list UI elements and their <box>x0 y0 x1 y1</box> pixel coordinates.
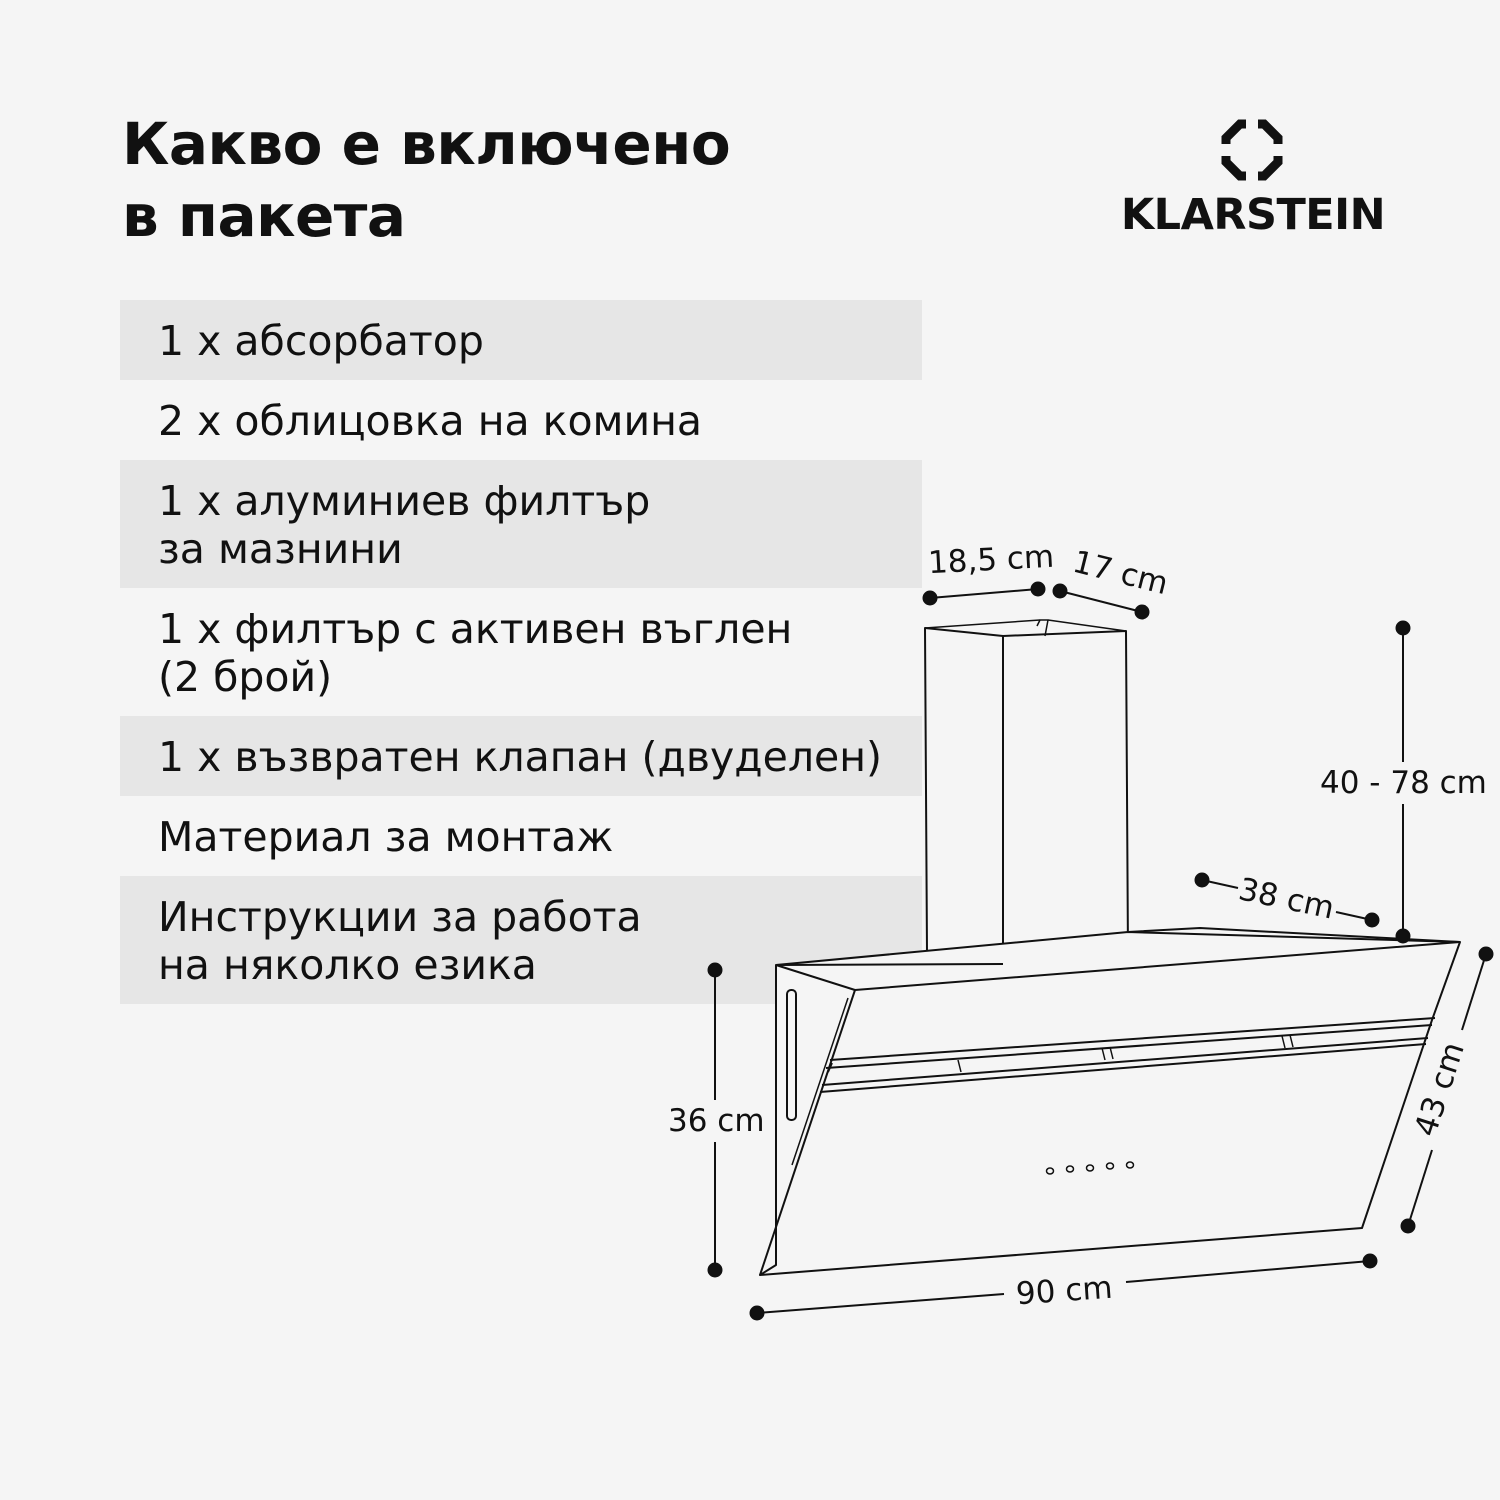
title-line-1: Какво е включено <box>122 110 731 178</box>
dimension-label-chimney-width: 18,5 cm <box>927 538 1055 582</box>
list-item: 2 x облицовка на комина <box>120 380 922 460</box>
list-item: 1 x абсорбатор <box>120 300 922 380</box>
list-item-text: за мазнини <box>158 525 403 573</box>
dimension-label-chimney-height: 40 - 78 cm <box>1320 765 1487 801</box>
dimension-hood-height <box>707 962 723 1278</box>
list-item-text: Материал за монтаж <box>158 813 614 861</box>
brand-name: KLARSTEIN <box>1120 190 1386 240</box>
hood-body <box>759 927 1461 1276</box>
dimension-chimney-width <box>922 581 1046 606</box>
list-item-text: (2 брой) <box>158 653 333 701</box>
list-item: Материал за монтаж <box>120 796 922 876</box>
list-item-text: 1 x възвратен клапан (двуделен) <box>158 733 883 781</box>
dimension-label-hood-height: 36 cm <box>668 1103 765 1139</box>
dimension-label-hood-width: 90 cm <box>1014 1269 1114 1313</box>
brand-logo: KLARSTEIN <box>1118 118 1388 248</box>
chimney <box>924 619 1129 965</box>
dimension-chimney-height <box>1395 620 1411 944</box>
diamond-outline-logo-icon <box>1220 118 1284 182</box>
list-item: 1 x филтър с активен въглен (2 брой) <box>120 588 922 716</box>
package-contents-list: 1 x абсорбатор 2 x облицовка на комина 1… <box>120 300 922 1004</box>
title-line-2: в пакета <box>122 182 406 250</box>
dimension-hood-depth <box>1194 872 1380 928</box>
page-title: Какво е включено в пакета <box>122 108 731 252</box>
list-item-text: 1 x абсорбатор <box>158 317 484 365</box>
dimension-glass-height <box>1400 946 1494 1234</box>
list-item: 1 x алуминиев филтър за мазнини <box>120 460 922 588</box>
list-item-text: 1 x филтър с активен въглен <box>158 605 793 653</box>
dimension-hood-width <box>749 1253 1378 1321</box>
control-buttons <box>1045 1161 1135 1175</box>
list-item-text: Инструкции за работа <box>158 893 642 941</box>
dimension-chimney-depth <box>1052 583 1150 620</box>
list-item-text: 2 x облицовка на комина <box>158 397 703 445</box>
list-item: 1 x възвратен клапан (двуделен) <box>120 716 922 796</box>
list-item-text: 1 x алуминиев филтър <box>158 477 651 525</box>
list-item-text: на няколко езика <box>158 941 537 989</box>
